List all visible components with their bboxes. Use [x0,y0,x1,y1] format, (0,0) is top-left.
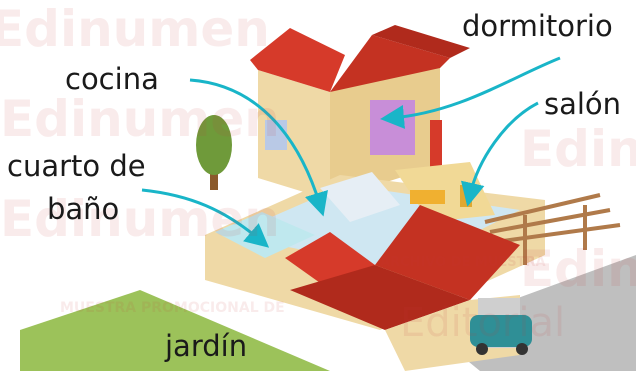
label-dormitorio: dormitorio [462,12,613,41]
label-cuarto-de-bano-line1: cuarto de [7,152,146,181]
bedroom-wall-purple [370,100,415,155]
tree-crown [196,115,232,175]
label-salon: salón [544,90,621,119]
label-jardin: jardín [165,332,247,361]
sofa [410,190,445,204]
car [470,315,532,347]
label-cocina: cocina [65,65,159,94]
label-cuarto-de-bano-line2: baño [47,195,119,224]
car-wheel [516,343,528,355]
car-wheel [476,343,488,355]
arrow-salon [470,103,538,195]
